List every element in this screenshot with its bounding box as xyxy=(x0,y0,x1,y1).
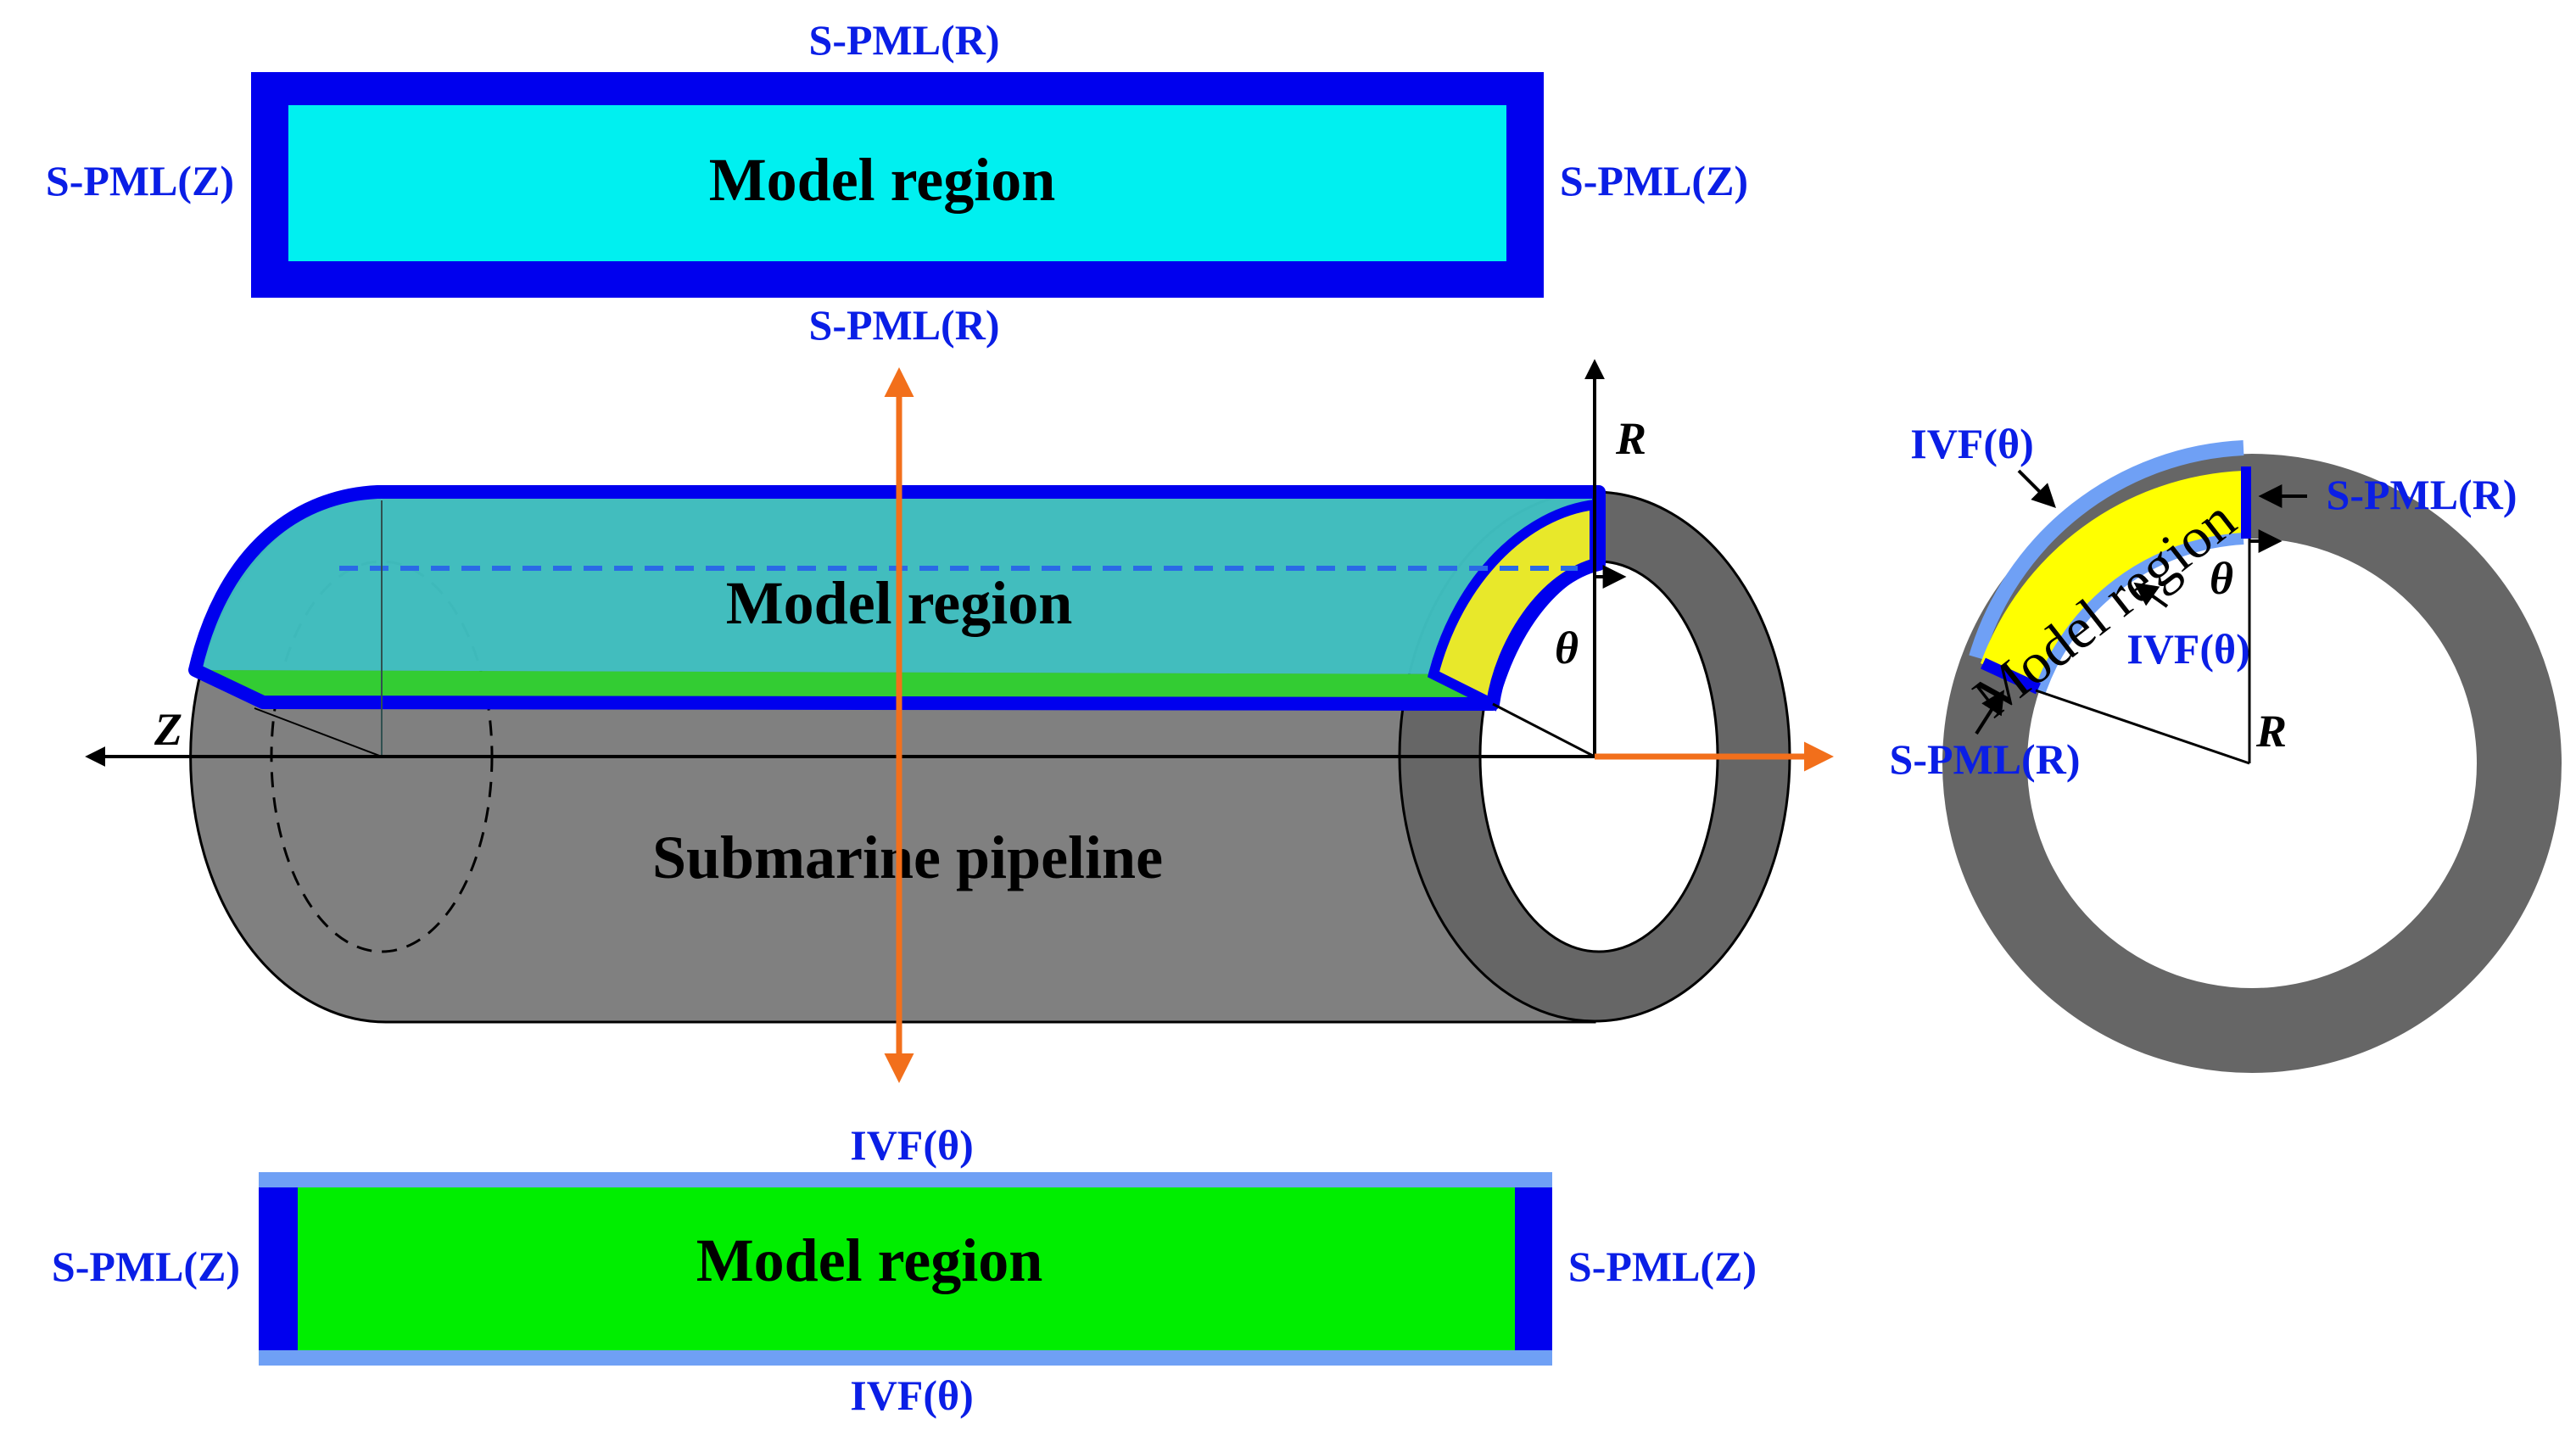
bottom-panel: Model region IVF(θ) IVF(θ) S-PML(Z) S-PM… xyxy=(52,1121,1757,1419)
top-spml-z-left-label: S-PML(Z) xyxy=(46,157,234,204)
top-panel: Model region S-PML(R) S-PML(R) S-PML(Z) … xyxy=(46,16,1748,349)
cross-r-label: R xyxy=(2255,706,2287,757)
top-model-region xyxy=(288,105,1506,261)
arrow-ivf-inner-icon xyxy=(2133,582,2169,608)
bottom-model-region xyxy=(298,1187,1515,1350)
pipeline-label: Submarine pipeline xyxy=(652,824,1163,891)
spml-left-label: S-PML(R) xyxy=(1890,735,2081,783)
cross-model-region xyxy=(1981,471,2244,689)
r-axis-label: R xyxy=(1615,413,1646,464)
bottom-model-label: Model region xyxy=(696,1226,1043,1294)
top-spml-r-top-label: S-PML(R) xyxy=(809,16,1000,64)
spml-left-cap xyxy=(1981,657,2041,695)
bottom-ivf-bottom-label: IVF(θ) xyxy=(850,1371,974,1419)
inner-line-2 xyxy=(254,707,383,757)
cross-radius-left xyxy=(2035,689,2250,765)
z-axis-label: Z xyxy=(154,704,182,755)
ivf-inner-arc xyxy=(2034,533,2244,694)
arrow-ivf-outer-icon xyxy=(2017,469,2056,508)
model-outline xyxy=(188,485,1606,711)
top-spml-z-right-label: S-PML(Z) xyxy=(1560,157,1748,204)
bottom-ivf-top-label: IVF(θ) xyxy=(850,1121,974,1169)
bottom-spml-z-right-label: S-PML(Z) xyxy=(1568,1243,1757,1290)
bottom-spml-z-left-label: S-PML(Z) xyxy=(52,1243,240,1290)
ivf-outer-arc xyxy=(1969,440,2244,660)
theta-label: θ xyxy=(1555,623,1579,673)
spml-right-label: S-PML(R) xyxy=(2327,471,2517,518)
ring-inner xyxy=(2027,539,2477,988)
pipeline-3d: Z R θ Model region Submarine pipeline xyxy=(85,359,1834,1083)
bottom-spml-left xyxy=(259,1187,298,1350)
bottom-spml-right xyxy=(1515,1187,1552,1350)
ivf-inner-label: IVF(θ) xyxy=(2126,625,2250,673)
top-model-label: Model region xyxy=(709,146,1056,214)
top-spml-r-bottom-label: S-PML(R) xyxy=(809,301,1000,349)
cross-theta-label: θ xyxy=(2210,553,2233,604)
model-surface-green xyxy=(199,670,1490,704)
ivf-outer-label: IVF(θ) xyxy=(1910,420,2034,467)
cross-section: Model region IVF(θ) IVF(θ) S-PML(R) S-PM… xyxy=(1890,420,2562,1073)
radius-line xyxy=(1492,702,1595,758)
arrow-spml-left-icon xyxy=(1975,690,2005,735)
